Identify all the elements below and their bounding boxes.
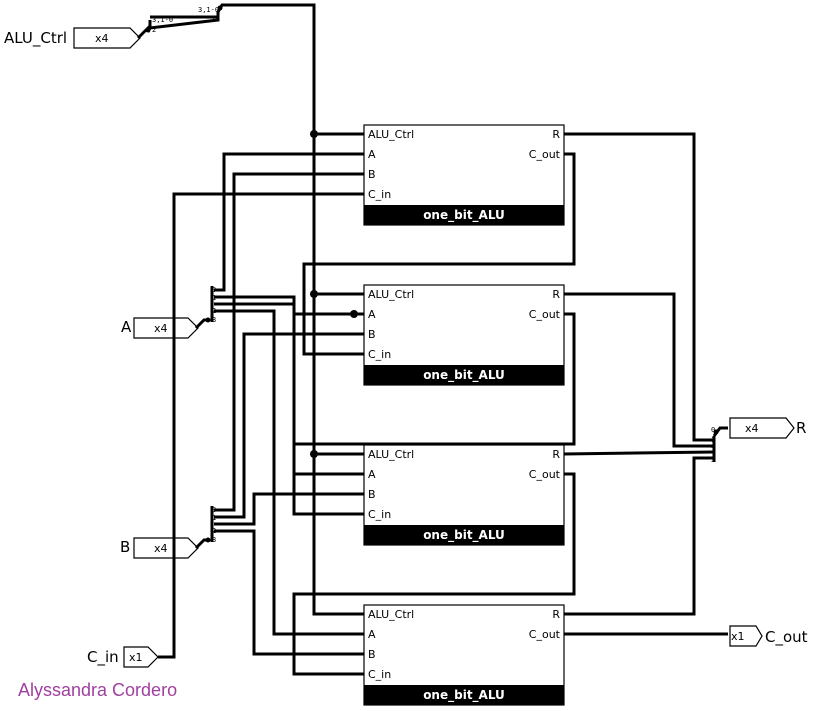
splitter-b-bit0: 0 bbox=[212, 506, 216, 514]
pin-alu-ctrl[interactable]: ALU_Ctrl x4 bbox=[4, 27, 141, 49]
alu-port-cin: C_in bbox=[368, 668, 391, 681]
splitter-r-bit1: 1 bbox=[711, 436, 715, 444]
splitter-r-bit2: 2 bbox=[711, 446, 715, 454]
pin-b-label: B bbox=[120, 538, 130, 556]
alu-port-b: B bbox=[368, 488, 376, 501]
splitter-a-bit2: 2 bbox=[212, 307, 216, 315]
splitter-r-bit0: 0 bbox=[711, 426, 715, 434]
splitter-a-bit3: 3 bbox=[212, 316, 216, 324]
alu-port-r: R bbox=[552, 288, 560, 301]
alu-title: one_bit_ALU bbox=[423, 688, 505, 703]
alu-port-cout: C_out bbox=[529, 628, 561, 641]
splitter-ctrl-in-bit: 2 bbox=[152, 26, 156, 34]
pin-r[interactable]: x4 R bbox=[729, 417, 806, 439]
alu-port-cout: C_out bbox=[529, 468, 561, 481]
pin-c-in-width: x1 bbox=[129, 651, 143, 664]
pin-c-out-label: C_out bbox=[765, 628, 808, 647]
pin-c-out[interactable]: x1 C_out bbox=[729, 625, 808, 647]
alu-port-r: R bbox=[552, 128, 560, 141]
pin-r-label: R bbox=[796, 419, 806, 437]
alu-port-ctrl: ALU_Ctrl bbox=[368, 128, 414, 141]
splitter-a-bit1: 1 bbox=[212, 294, 216, 302]
alu-port-a: A bbox=[368, 308, 376, 321]
splitter-ctrl-out-label: 3,1-0 bbox=[198, 6, 219, 14]
alu-port-b: B bbox=[368, 328, 376, 341]
splitter-a-bit0: 0 bbox=[212, 286, 216, 294]
alu-block-1[interactable]: ALU_Ctrl A B C_in R C_out one_bit_ALU bbox=[363, 284, 565, 386]
alu-port-ctrl: ALU_Ctrl bbox=[368, 448, 414, 461]
pin-a-width: x4 bbox=[154, 322, 168, 335]
alu-port-cout: C_out bbox=[529, 148, 561, 161]
splitter-b: 0 1 2 3 bbox=[212, 506, 216, 544]
pin-alu-ctrl-label: ALU_Ctrl bbox=[4, 29, 67, 48]
alu-port-cin: C_in bbox=[368, 348, 391, 361]
alu-block-0[interactable]: ALU_Ctrl A B C_in R C_out one_bit_ALU bbox=[363, 124, 565, 226]
pin-a-label: A bbox=[121, 318, 132, 336]
author-label: Alyssandra Cordero bbox=[18, 680, 177, 700]
pin-b-width: x4 bbox=[154, 542, 168, 555]
splitter-ctrl-in-label: 3,1-0 bbox=[152, 16, 173, 24]
alu-port-r: R bbox=[552, 448, 560, 461]
pin-alu-ctrl-width: x4 bbox=[95, 32, 109, 45]
splitter-ctrl-out-bit: 2 bbox=[211, 15, 215, 23]
alu-title: one_bit_ALU bbox=[423, 208, 505, 223]
alu-block-3[interactable]: ALU_Ctrl A B C_in R C_out one_bit_ALU bbox=[363, 604, 565, 706]
alu-port-cin: C_in bbox=[368, 188, 391, 201]
alu-port-b: B bbox=[368, 648, 376, 661]
splitter-r: 0 1 2 3 bbox=[711, 426, 715, 464]
alu-port-a: A bbox=[368, 468, 376, 481]
alu-block-2[interactable]: ALU_Ctrl A B C_in R C_out one_bit_ALU bbox=[363, 444, 565, 546]
pin-r-width: x4 bbox=[745, 422, 759, 435]
junction-dots bbox=[145, 5, 719, 543]
pin-c-in-label: C_in bbox=[87, 648, 119, 667]
splitter-r-bit3: 3 bbox=[711, 456, 715, 464]
pin-b[interactable]: B x4 bbox=[120, 537, 199, 559]
pin-a[interactable]: A x4 bbox=[121, 317, 199, 339]
alu-port-r: R bbox=[552, 608, 560, 621]
alu-port-cin: C_in bbox=[368, 508, 391, 521]
pin-c-in[interactable]: C_in x1 bbox=[87, 646, 159, 668]
alu-port-ctrl: ALU_Ctrl bbox=[368, 608, 414, 621]
splitter-b-bit1: 1 bbox=[212, 514, 216, 522]
alu-title: one_bit_ALU bbox=[423, 368, 505, 383]
splitter-ctrl: 3,1-0 2 3,1-0 2 bbox=[152, 6, 219, 34]
alu-port-a: A bbox=[368, 628, 376, 641]
alu-title: one_bit_ALU bbox=[423, 528, 505, 543]
wires bbox=[136, 3, 728, 676]
alu-port-b: B bbox=[368, 168, 376, 181]
splitter-a: 0 1 2 3 bbox=[212, 286, 216, 324]
alu-port-cout: C_out bbox=[529, 308, 561, 321]
splitter-b-bit2: 2 bbox=[212, 527, 216, 535]
splitter-b-bit3: 3 bbox=[212, 536, 216, 544]
alu-port-ctrl: ALU_Ctrl bbox=[368, 288, 414, 301]
pin-c-out-width: x1 bbox=[731, 630, 745, 643]
alu-port-a: A bbox=[368, 148, 376, 161]
